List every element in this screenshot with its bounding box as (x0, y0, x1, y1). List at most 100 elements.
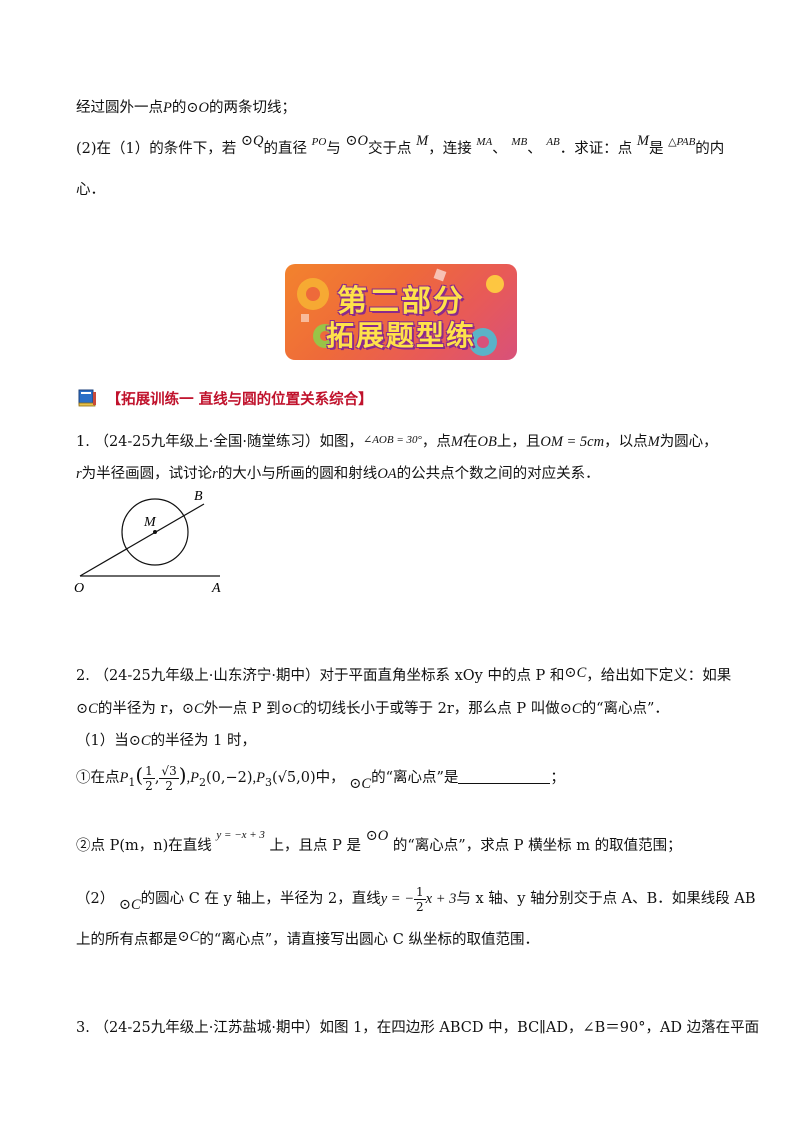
circle-o: ⊙O (345, 133, 369, 149)
text: ； (550, 770, 565, 786)
circle-c: ⊙C (280, 701, 303, 717)
equation-part: y = − (380, 891, 414, 907)
text: （2） (76, 891, 115, 907)
denominator: 2 (145, 778, 153, 793)
text: ，连接 (428, 141, 472, 157)
intro-line-1: 经过圆外一点P的⊙O的两条切线； (76, 96, 296, 117)
text: 上的所有点都是 (76, 932, 178, 948)
coords-p2: (0,−2) (206, 770, 253, 786)
radius-r: r (212, 466, 218, 482)
text: ②点 P(m，n)在直线 (76, 838, 212, 854)
text: 是 (648, 141, 664, 157)
banner-line-1: 第二部分 (337, 284, 465, 319)
answer-blank[interactable] (458, 769, 551, 784)
q2-line-1: 2. （24-25九年级上·山东济宁·期中）对于平面直角坐标系 xOy 中的点 … (76, 664, 731, 685)
denominator: 2 (165, 778, 173, 793)
length-om: OM = 5cm (540, 434, 605, 450)
text: 的公共点个数之间的对应关系． (396, 466, 600, 482)
text: 、 (492, 141, 507, 157)
question-number: 3. (76, 1020, 90, 1036)
point-m: M (636, 133, 649, 149)
text: 为半径画圆，试讨论 (81, 466, 213, 482)
segment-po: PO (311, 136, 327, 148)
text: 、 (527, 141, 542, 157)
coords-p3: (√5,0) (272, 770, 316, 786)
text: 的 (171, 100, 187, 116)
text: 的内 (695, 141, 725, 157)
text: ．求证：点 (559, 141, 633, 157)
circle-o: ⊙O (365, 828, 389, 844)
circle-o: ⊙O (186, 100, 209, 116)
ray-ob: OB (477, 434, 497, 450)
circle-q: ⊙Q (240, 133, 264, 149)
text: 上，且 (496, 434, 541, 450)
segment-ma: MA (476, 136, 493, 148)
label-o: O (74, 581, 84, 596)
point-p3: ,P (252, 770, 266, 786)
text: 的大小与所画的圆和射线 (217, 466, 378, 482)
text: 心． (76, 182, 105, 198)
text: 的圆心 C 在 y 轴上，半径为 2，直线 (140, 891, 381, 907)
text: 的半径为 1 时， (150, 733, 257, 749)
question-number: 1. (76, 434, 90, 450)
text: 的“离心点”是 (371, 770, 459, 786)
point-m: M (416, 133, 429, 149)
text: (2)在（1）的条件下，若 (76, 141, 237, 157)
numerator: 1 (414, 884, 426, 900)
text: 中， (315, 770, 345, 786)
point-p2: ,P (186, 770, 199, 786)
numerator: √3 (159, 763, 179, 779)
circle-m (121, 498, 189, 566)
circle-c: ⊙C (564, 665, 587, 681)
text: 与 (326, 141, 341, 157)
q2-sub2-line: ②点 P(m，n)在直线 y = −x + 3 上，且点 P 是 ⊙O 的“离心… (76, 828, 682, 855)
text: 交于点 (368, 141, 412, 157)
text: 的“离心点”，请直接写出圆心 C 纵坐标的取值范围． (199, 932, 539, 948)
label-b: B (194, 489, 203, 504)
text: （1）当 (76, 733, 129, 749)
q1-figure: B M O A (74, 489, 221, 596)
segment-ab: AB (546, 136, 560, 148)
text: 的直径 (263, 141, 308, 157)
radius-r: r (76, 466, 82, 482)
point-m: M (450, 434, 463, 450)
text: 与 x 轴、y 轴分别交于点 A、B．如果线段 AB (456, 891, 756, 907)
text: 的切线长小于或等于 2r，那么点 P 叫做 (302, 701, 560, 717)
point-p: P (163, 100, 172, 116)
question-number: 2. (76, 668, 90, 684)
text: 在 (463, 434, 478, 450)
text: 为圆心， (659, 434, 718, 450)
question-source: （24-25九年级上·全国·随堂练习）如图， (94, 434, 363, 450)
text: ，给出如下定义：如果 (586, 668, 732, 684)
text: 经过圆外一点 (76, 100, 163, 116)
equation-part: x + 3 (425, 891, 457, 907)
label-m: M (143, 515, 157, 530)
question-source: （24-25九年级上·山东济宁·期中）对于平面直角坐标系 xOy 中的点 P 和 (94, 668, 565, 684)
circle-c: ⊙C (118, 897, 141, 913)
triangle-pab: △PAB (668, 136, 696, 148)
text: 外一点 P 到 (203, 701, 281, 717)
q3-line-1: 3. （24-25九年级上·江苏盐城·期中）如图 1，在四边形 ABCD 中，B… (76, 1016, 759, 1037)
circle-c: ⊙C (76, 701, 98, 717)
section-title: 【拓展训练一 直线与圆的位置关系综合】 (106, 391, 373, 408)
subscript: 1 (128, 775, 136, 789)
text: 的“离心点”，求点 P 横坐标 m 的取值范围； (392, 838, 682, 854)
text: ，以点 (604, 434, 648, 450)
circle-c: ⊙C (177, 929, 200, 945)
ray-ob-line (79, 503, 205, 577)
circle-c: ⊙C (128, 733, 151, 749)
text: ，点 (421, 434, 451, 450)
q2-line-2: ⊙C的半径为 r，⊙C外一点 P 到⊙C的切线长小于或等于 2r，那么点 P 叫… (76, 697, 669, 718)
banner-decoration (297, 268, 504, 356)
banner-line-2: 拓展题型练 (325, 319, 476, 352)
circle-c: ⊙C (559, 701, 582, 717)
text: 上，且点 P 是 (269, 838, 362, 854)
paren-close: ) (178, 763, 187, 787)
segment-mb: MB (511, 136, 528, 148)
point-m: M (647, 434, 660, 450)
angle-aob: ∠AOB = 30° (362, 434, 422, 446)
